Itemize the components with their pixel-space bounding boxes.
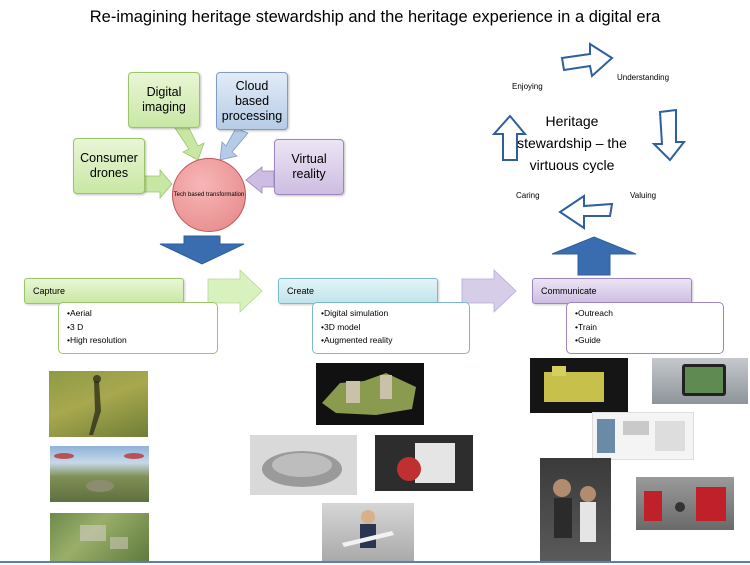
cycle-arrow-bottom [558,194,614,230]
tech-transformation-circle: Tech based transformation [172,158,246,232]
cycle-center-text: Heritage stewardship – the virtuous cycl… [517,113,627,173]
stage-capture: Capture [24,278,184,304]
castle-3d-model-photo [316,363,424,425]
virtual-reality-box: Virtual reality [274,139,344,195]
capture-bullets: Aerial 3 D High resolution [58,302,218,354]
drone-view-photo [50,446,149,502]
list-item: Digital simulation [321,307,461,321]
arrow-create-to-communicate [461,269,517,313]
exhibition-photo [636,477,734,530]
arrow-cloud-to-center [219,127,249,161]
drone-operator-photo [322,503,414,562]
down-arrow-to-capture [159,235,245,265]
list-item: 3 D [67,321,209,335]
list-item: Aerial [67,307,209,321]
point-cloud-castle-photo [530,358,628,413]
list-item: Guide [575,334,715,348]
augmented-reality-photo [375,435,473,491]
footer-rule [0,561,750,563]
aerial-shadow-photo [49,371,148,437]
cycle-arrow-top [560,42,614,78]
guide-brochure-photo [592,412,694,460]
arrow-drones-to-center [141,168,173,200]
mesh-model-photo [250,435,357,495]
communicate-bullets: Outreach Train Guide [566,302,724,354]
cycle-step-caring: Caring [516,191,540,200]
up-arrow-to-cycle [551,236,637,276]
cycle-arrow-left [491,114,528,161]
list-item: Outreach [575,307,715,321]
page-title: Re-imagining heritage stewardship and th… [89,8,661,26]
digital-imaging-box: Digital imaging [128,72,200,128]
list-item: Augmented reality [321,334,461,348]
create-bullets: Digital simulation 3D model Augmented re… [312,302,470,354]
stage-create: Create [278,278,438,304]
aerial-ruins-photo [50,513,149,562]
list-item: Train [575,321,715,335]
list-item: 3D model [321,321,461,335]
consumer-drones-box: Consumer drones [73,138,145,194]
cycle-arrow-right [651,108,687,162]
list-item: High resolution [67,334,209,348]
arrow-vr-to-center [245,166,275,194]
tablet-app-photo [652,358,748,404]
cycle-step-enjoying: Enjoying [512,82,543,91]
stage-communicate: Communicate [532,278,692,304]
cloud-processing-box: Cloud based processing [216,72,288,130]
cycle-step-valuing: Valuing [630,191,657,200]
cycle-step-understanding: Understanding [617,73,670,82]
vr-headset-photo [540,458,611,562]
